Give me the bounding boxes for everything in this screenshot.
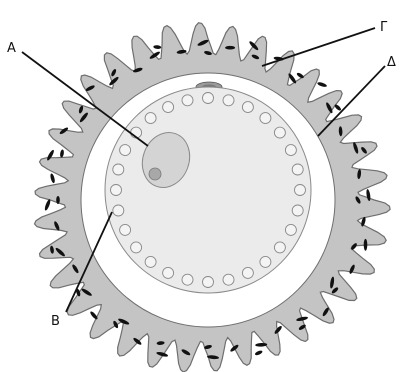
cortical-granule <box>182 274 193 285</box>
cell-nucleus <box>44 199 52 211</box>
cortical-granule <box>203 93 214 104</box>
cell-nucleus <box>254 350 263 357</box>
cortical-granule <box>120 224 131 235</box>
cortical-granule <box>292 164 303 175</box>
nucleolus <box>149 168 161 180</box>
cell-nucleus <box>60 149 65 157</box>
cell-nucleus <box>56 196 60 204</box>
cortical-granule <box>292 205 303 216</box>
cortical-granule <box>111 185 122 196</box>
cell-nucleus <box>50 173 56 184</box>
cell-nucleus <box>364 239 368 251</box>
ooplasm <box>105 87 311 293</box>
cortical-granule <box>163 267 174 278</box>
cortical-granule <box>260 256 271 267</box>
label-a: A <box>7 41 16 56</box>
label-delta: Δ <box>387 55 396 70</box>
cortical-granule <box>242 102 253 113</box>
cortical-granule <box>120 145 131 156</box>
cell-nucleus <box>153 45 161 49</box>
cortical-granule <box>113 205 124 216</box>
cortical-granule <box>145 113 156 124</box>
cell-nucleus <box>225 46 235 50</box>
cortical-granule <box>242 267 253 278</box>
cortical-granule <box>113 164 124 175</box>
cortical-granule <box>223 95 234 106</box>
cortical-granule <box>260 113 271 124</box>
cortical-granule <box>285 145 296 156</box>
cortical-granule <box>274 242 285 253</box>
cell-nucleus <box>317 81 328 88</box>
cortical-granule <box>182 95 193 106</box>
label-gamma: Γ <box>380 20 388 35</box>
cortical-granule <box>274 127 285 138</box>
label-b: B <box>51 314 60 329</box>
cortical-granule <box>131 242 142 253</box>
cortical-granule <box>295 185 306 196</box>
cortical-granule <box>163 102 174 113</box>
leader-line-gamma <box>262 28 375 66</box>
cortical-granule <box>145 256 156 267</box>
cortical-granule <box>203 277 214 288</box>
cortical-granule <box>223 274 234 285</box>
cortical-granule <box>285 224 296 235</box>
